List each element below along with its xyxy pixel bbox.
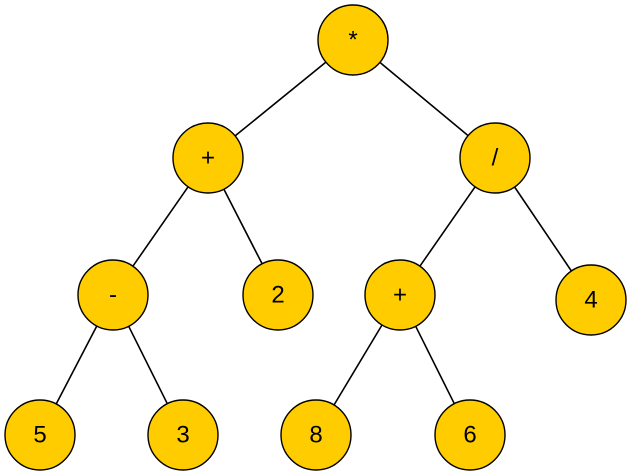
edge-plus1-minus — [132, 186, 189, 267]
tree-node-minus: - — [77, 259, 149, 331]
node-label: * — [348, 27, 357, 54]
node-circle — [459, 122, 531, 194]
node-circle — [280, 399, 352, 471]
tree-node-four: 4 — [555, 264, 627, 336]
tree-node-three: 3 — [147, 399, 219, 471]
edge-minus-five — [55, 325, 98, 405]
tree-node-plus1: + — [172, 122, 244, 194]
edge-root-div — [379, 61, 469, 137]
node-circle — [317, 4, 389, 76]
tree-node-eight: 8 — [280, 399, 352, 471]
tree-node-div: / — [459, 122, 531, 194]
node-label: 3 — [176, 422, 189, 449]
edge-div-plus2 — [419, 186, 476, 267]
tree-node-five: 5 — [4, 399, 76, 471]
node-label: 6 — [463, 422, 476, 449]
tree-node-plus2: + — [364, 259, 436, 331]
edge-plus1-two — [223, 188, 263, 265]
node-label: 8 — [309, 422, 322, 449]
node-circle — [77, 259, 149, 331]
node-label: 5 — [33, 422, 46, 449]
edge-minus-three — [127, 325, 169, 405]
edge-div-four — [513, 186, 573, 272]
node-label: / — [492, 145, 499, 172]
node-label: 4 — [584, 287, 597, 314]
node-circle — [172, 122, 244, 194]
edge-plus2-six — [414, 325, 456, 405]
tree-node-six: 6 — [434, 399, 506, 471]
node-label: 2 — [271, 282, 284, 309]
node-label: - — [109, 282, 117, 309]
node-circle — [147, 399, 219, 471]
node-label: + — [393, 282, 407, 309]
node-circle — [4, 399, 76, 471]
edge-plus2-eight — [333, 324, 383, 406]
node-circle — [242, 259, 314, 331]
node-circle — [364, 259, 436, 331]
edges-layer — [55, 61, 573, 406]
tree-node-two: 2 — [242, 259, 314, 331]
edge-root-plus1 — [234, 61, 327, 137]
tree-node-root: * — [317, 4, 389, 76]
node-circle — [555, 264, 627, 336]
node-label: + — [201, 145, 215, 172]
node-circle — [434, 399, 506, 471]
nodes-layer: * + / - 2 +4 5 3 8 6 — [4, 4, 627, 471]
